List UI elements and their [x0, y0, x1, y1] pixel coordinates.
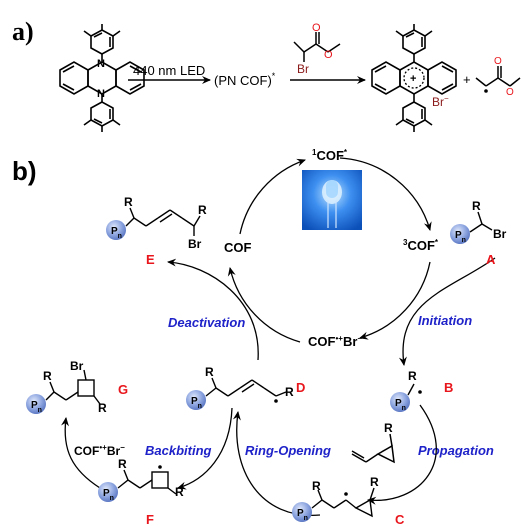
species-e-label: E	[146, 252, 155, 267]
polymer-label-a: Pn	[455, 230, 466, 244]
singlet-cof: 1COF*	[312, 148, 348, 163]
c-r2: R	[370, 475, 379, 489]
radical-cation-ring	[403, 67, 425, 89]
a-br: Br	[493, 227, 507, 241]
radical-cation-cof: COF•+Br−	[308, 334, 362, 349]
e-r1: R	[124, 195, 133, 209]
ester-radical-product	[475, 66, 521, 87]
species-d-label: D	[296, 380, 305, 395]
polymer-sphere-g	[26, 394, 46, 414]
e-r2: R	[198, 203, 207, 217]
f-r1: R	[118, 457, 127, 471]
panel-b-label: b)	[12, 156, 37, 186]
ground-cof: COF	[224, 240, 252, 255]
step-deactivation: Deactivation	[168, 315, 245, 330]
a-r: R	[472, 199, 481, 213]
g-br: Br	[70, 359, 84, 373]
monomer-r: R	[384, 421, 393, 435]
reagent-oxygen-ester: O	[324, 49, 333, 61]
product-oxygen-dbl: O	[494, 56, 502, 67]
polymer-sphere-f	[98, 482, 118, 502]
polymer-sphere-e	[106, 220, 126, 240]
d-r2: R	[285, 385, 294, 399]
step-propagation: Propagation	[418, 443, 494, 458]
step-backbiting: Backbiting	[145, 443, 212, 458]
catalytic-cycle	[227, 157, 432, 343]
polymer-sphere-a	[450, 224, 470, 244]
polymer-sphere-b	[390, 392, 410, 412]
step-initiation: Initiation	[418, 313, 472, 328]
radical-cation-plus: +	[410, 73, 416, 85]
species-a: Pn R Br A	[450, 199, 507, 267]
reagent-bromine: Br	[297, 62, 309, 76]
n-atom-bottom: N	[97, 88, 105, 100]
side-reagent-cof: COF•+Br−	[74, 443, 125, 458]
plus-sign: +	[463, 72, 471, 87]
product-oxygen-ester: O	[506, 87, 514, 98]
g-r1: R	[43, 369, 52, 383]
reagent-oxygen-dbl: O	[312, 22, 321, 34]
species-c: Pn R R C	[292, 475, 405, 527]
n-atom-top: N	[97, 58, 105, 70]
species-e: Pn R R Br E	[106, 195, 207, 267]
outer-arrows	[61, 257, 496, 516]
phenazine-reactant	[59, 24, 145, 132]
led-condition: 440 nm LED	[133, 63, 205, 78]
polymer-label-b: Pn	[395, 398, 406, 412]
species-d: Pn R R D	[186, 365, 305, 410]
e-br: Br	[188, 237, 202, 251]
species-f: Pn R R F	[98, 457, 184, 527]
radical-dot	[484, 89, 488, 93]
polymer-label-f: Pn	[103, 488, 114, 502]
species-g-label: G	[118, 382, 128, 397]
species-b-label: B	[444, 380, 453, 395]
led-image	[302, 170, 362, 230]
pn-cof-excited: (PN COF)*	[214, 71, 276, 88]
polymer-label-c: Pn	[297, 508, 308, 522]
species-g: Pn R R Br G	[26, 359, 128, 415]
g-r2: R	[98, 401, 107, 415]
c-r1: R	[312, 479, 321, 493]
f-r2: R	[175, 485, 184, 499]
triplet-cof: 3COF*	[403, 238, 439, 253]
species-a-label: A	[486, 252, 496, 267]
step-ring-opening: Ring-Opening	[245, 443, 331, 458]
species-f-label: F	[146, 512, 154, 527]
polymer-label-d: Pn	[191, 396, 202, 410]
phenazine-radical-cation	[371, 24, 457, 132]
d-r1: R	[205, 365, 214, 379]
polymer-label-e: Pn	[111, 226, 122, 240]
panel-a-label: a)	[12, 17, 34, 46]
polymer-label-g: Pn	[31, 400, 42, 414]
product-counterion: Br−	[432, 94, 449, 109]
vinylcyclopropane-monomer	[351, 433, 395, 464]
species-c-label: C	[395, 512, 405, 527]
species-b: Pn R B	[390, 369, 453, 412]
b-r: R	[408, 369, 417, 383]
polymer-sphere-c	[292, 502, 312, 522]
bromo-ester-reagent	[293, 32, 341, 62]
polymer-sphere-d	[186, 390, 206, 410]
